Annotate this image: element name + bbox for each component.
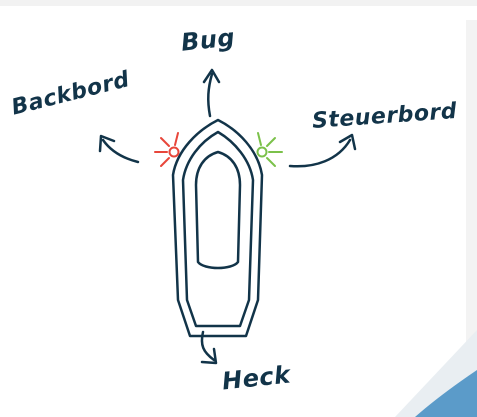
port-light-bulb xyxy=(170,148,179,157)
starboard-light-bulb xyxy=(258,148,267,157)
top-shadow xyxy=(0,0,477,6)
arrow-starboard xyxy=(290,140,350,166)
boat-deck-line xyxy=(183,132,253,326)
label-bow: Bug xyxy=(180,23,237,56)
starboard-light xyxy=(258,133,283,166)
port-light xyxy=(155,133,179,166)
arrow-bow xyxy=(208,74,212,116)
boat-cabin xyxy=(196,152,240,268)
arrow-port xyxy=(103,140,138,162)
